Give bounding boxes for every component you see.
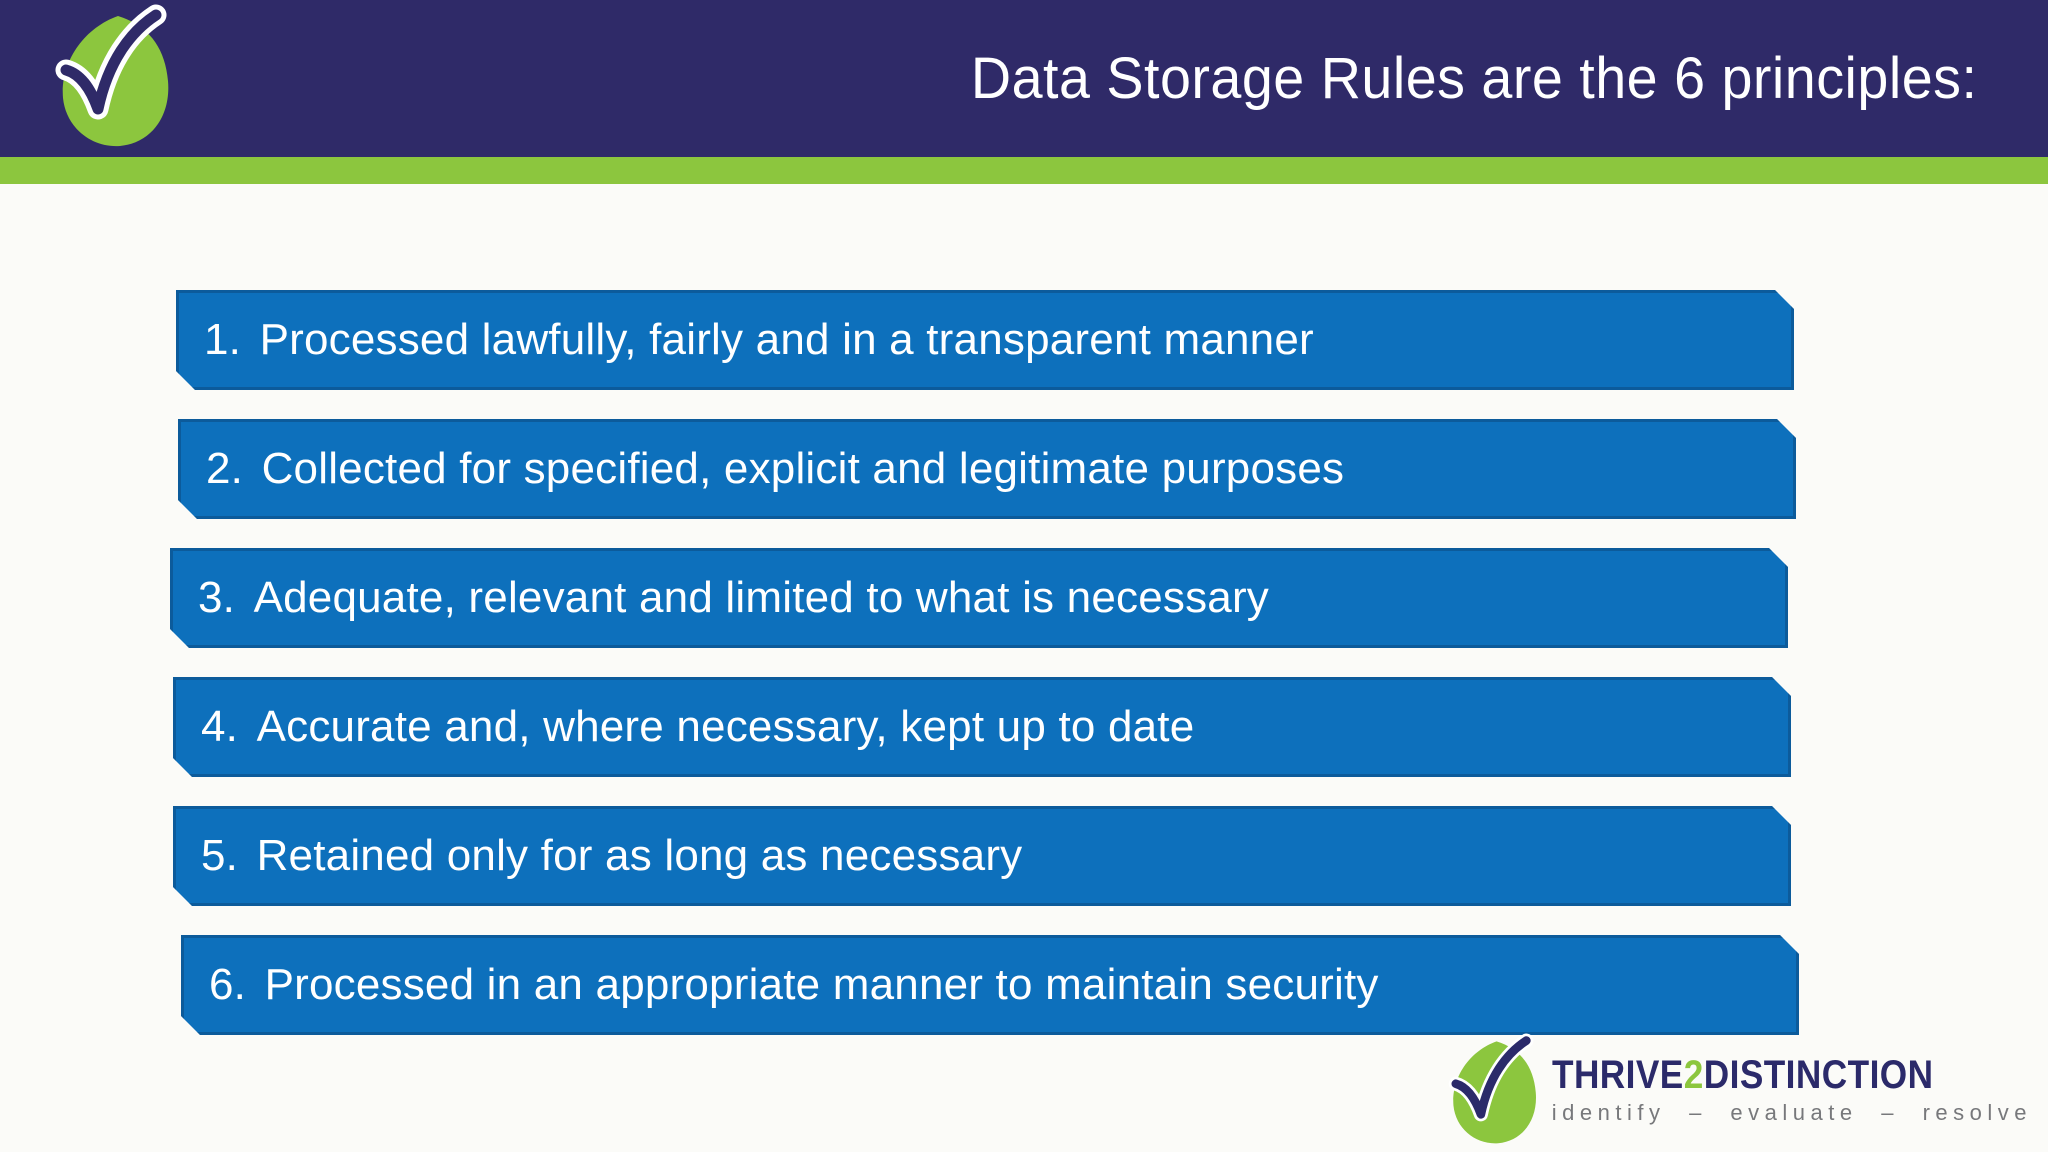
checkmark-leaf-icon (1448, 1033, 1536, 1144)
brand-2: 2 (1683, 1053, 1704, 1097)
principle-text: Collected for specified, explicit and le… (261, 444, 1345, 493)
principle-number: 1. (204, 315, 242, 364)
principle-banner-6: 6. Processed in an appropriate manner to… (181, 935, 1799, 1035)
footer-brand-logo: THRIVE2DISTINCTION identify – evaluate –… (1434, 1032, 2032, 1148)
page-title: Data Storage Rules are the 6 principles: (970, 46, 1977, 111)
brand-name: THRIVE2DISTINCTION (1552, 1054, 1933, 1096)
principle-number: 3. (198, 573, 236, 622)
brand-thrive: THRIVE (1551, 1053, 1684, 1097)
principle-number: 4. (201, 702, 239, 751)
header-bar: Data Storage Rules are the 6 principles: (0, 0, 2048, 157)
brand-tagline: identify – evaluate – resolve (1551, 1100, 2032, 1125)
brand-distinction: DISTINCTION (1703, 1053, 1934, 1097)
accent-stripe (0, 157, 2048, 184)
principle-text: Processed in an appropriate manner to ma… (264, 960, 1379, 1009)
principle-number: 5. (201, 831, 239, 880)
principle-banner-2: 2. Collected for specified, explicit and… (178, 419, 1796, 519)
principle-banner-4: 4. Accurate and, where necessary, kept u… (173, 677, 1791, 777)
principle-text: Processed lawfully, fairly and in a tran… (259, 315, 1314, 364)
principle-number: 2. (206, 444, 244, 493)
principle-text: Accurate and, where necessary, kept up t… (256, 702, 1195, 751)
principle-banner-5: 5. Retained only for as long as necessar… (173, 806, 1791, 906)
principle-text: Adequate, relevant and limited to what i… (253, 573, 1270, 622)
principle-banner-1: 1. Processed lawfully, fairly and in a t… (176, 290, 1794, 390)
principle-number: 6. (209, 960, 247, 1009)
checkmark-leaf-icon (55, 4, 169, 147)
principle-banner-3: 3. Adequate, relevant and limited to wha… (170, 548, 1788, 648)
principle-text: Retained only for as long as necessary (256, 831, 1023, 880)
